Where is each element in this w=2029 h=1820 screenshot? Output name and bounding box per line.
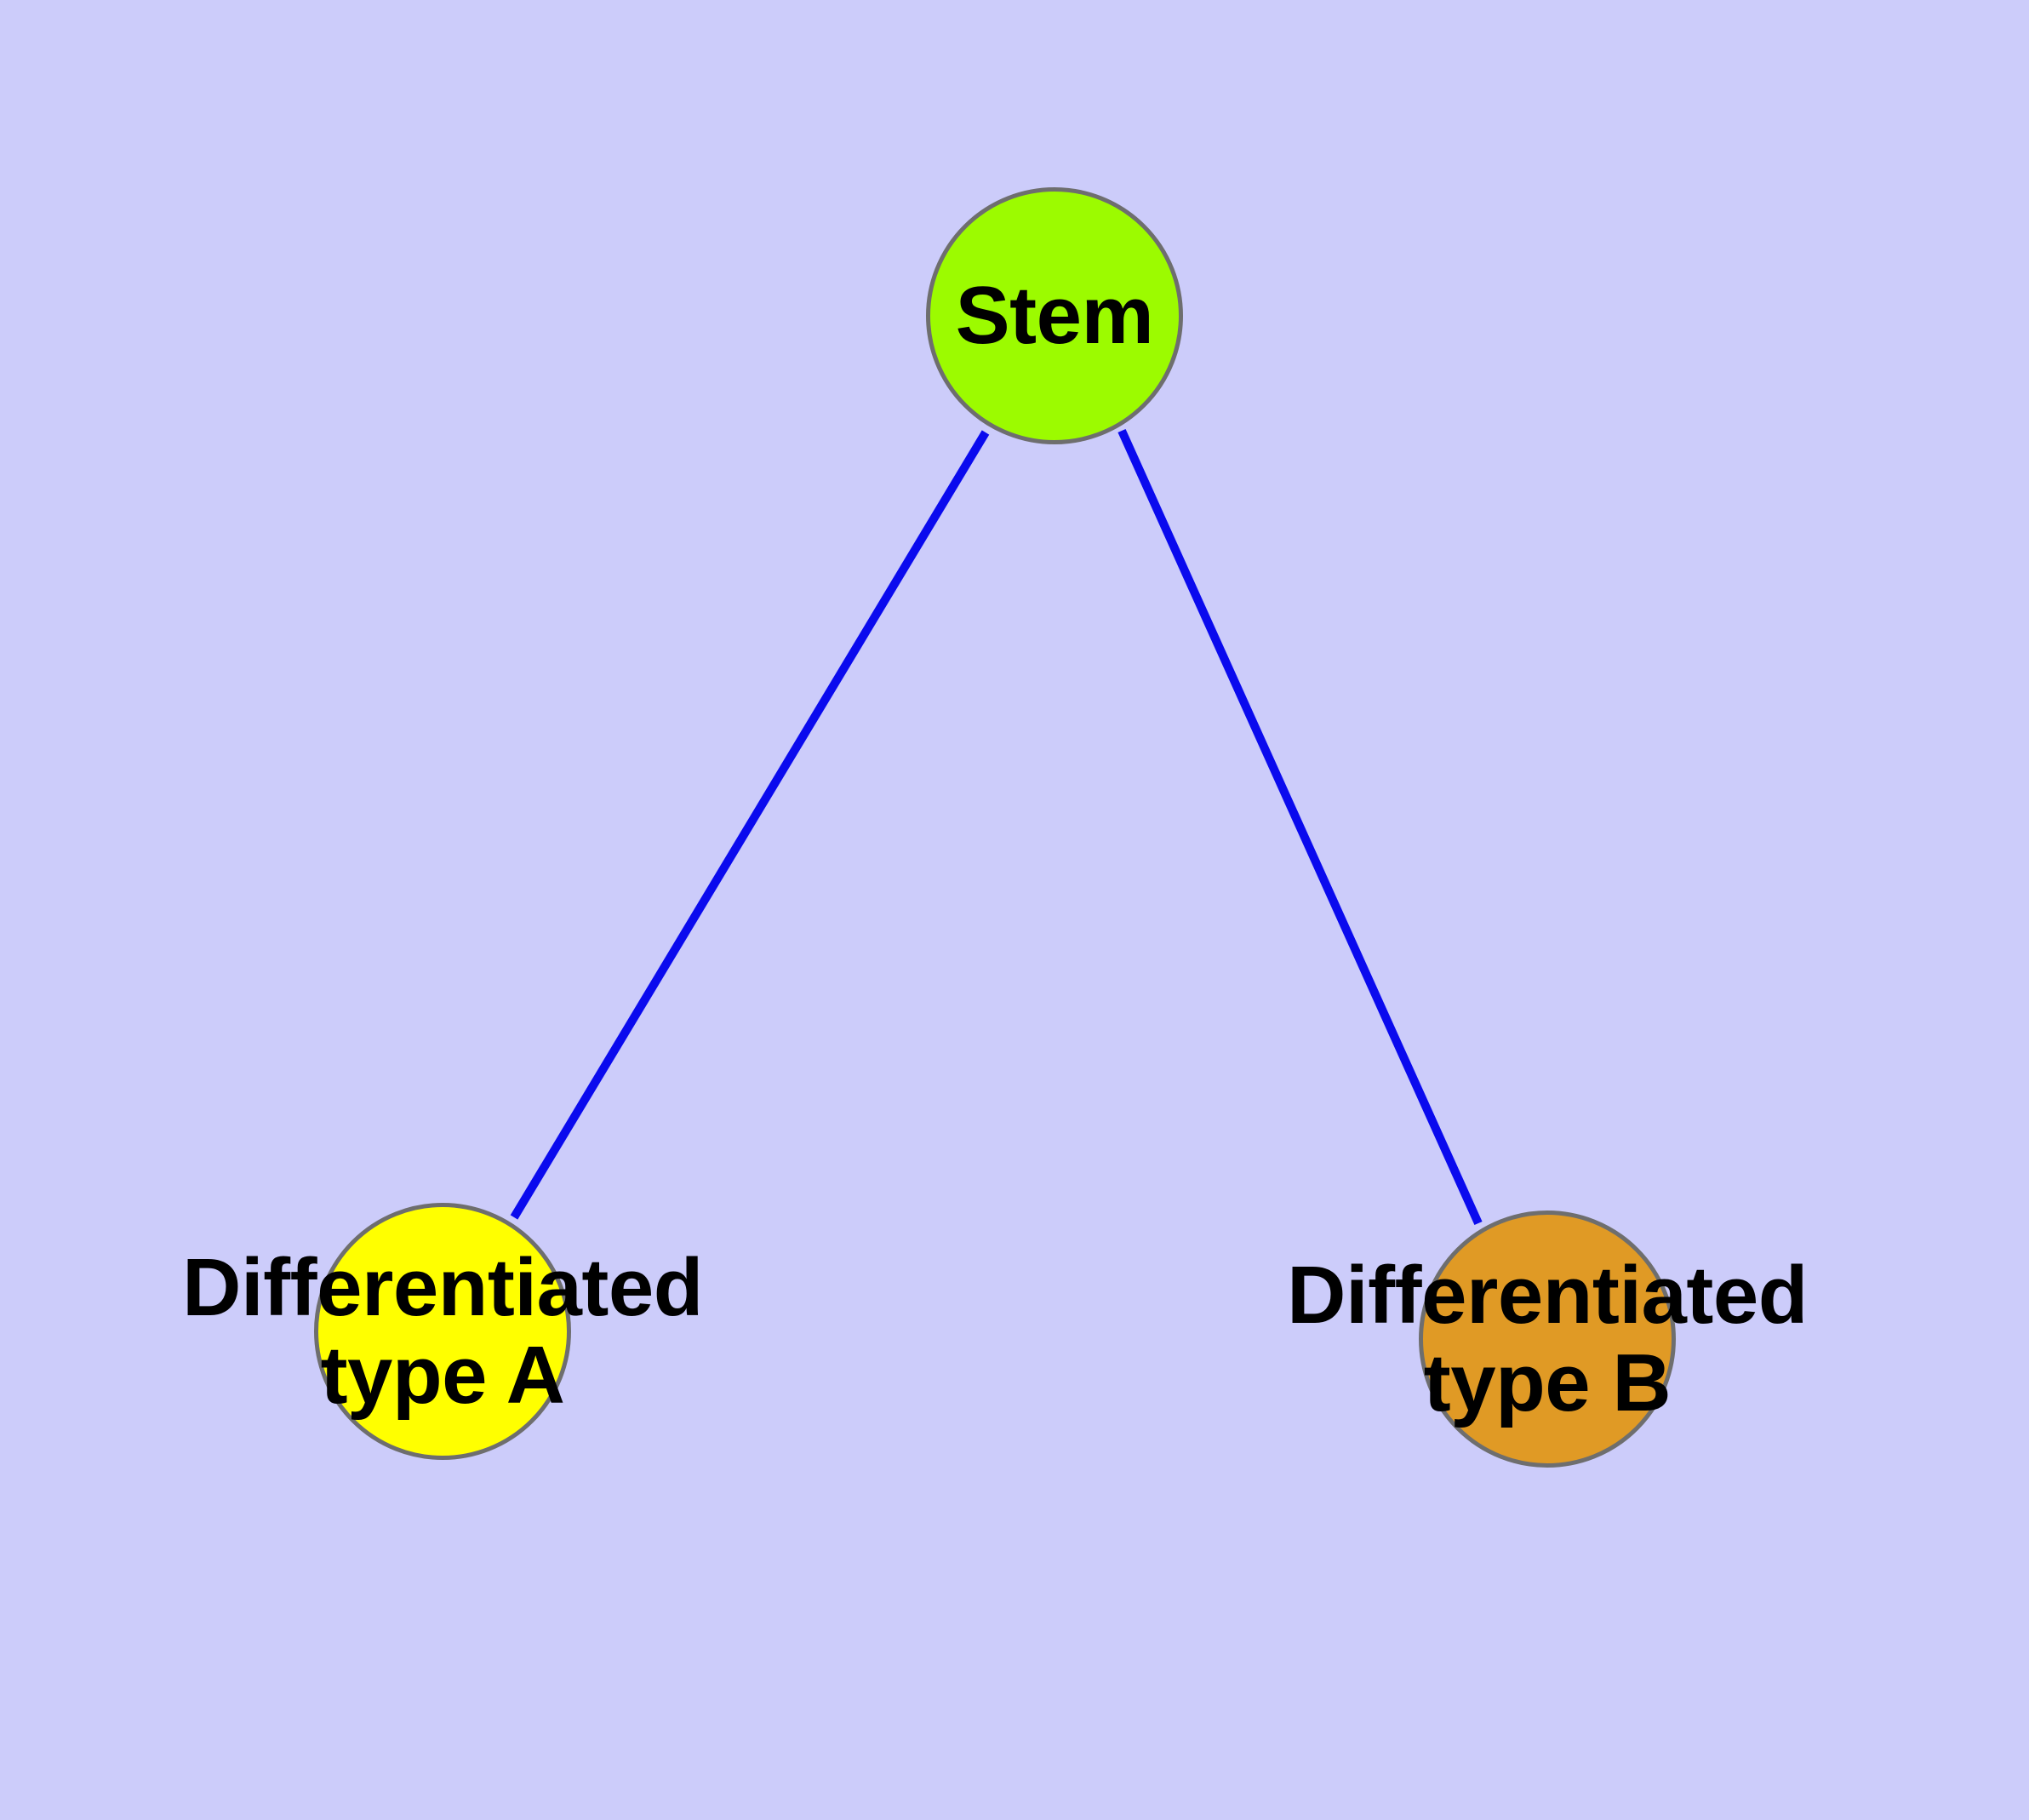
node-differentiated-type-a-circle[interactable] [314, 1203, 571, 1460]
node-differentiated-type-b-label-line2: type B [1423, 1337, 1672, 1429]
node-differentiated-type-a-label-line1: Differentiated [182, 1241, 703, 1333]
node-differentiated-type-a-label-line2: type A [320, 1330, 565, 1422]
edge-stem-to-differentiated-type-b[interactable] [1117, 428, 1483, 1226]
node-stem-circle[interactable] [926, 187, 1183, 444]
node-differentiated-type-b-label-line1: Differentiated [1287, 1249, 1808, 1341]
node-stem-label: Stem [459, 272, 1650, 360]
node-stem-label-line1: Stem [955, 270, 1154, 361]
node-differentiated-type-b-circle[interactable] [1419, 1210, 1676, 1468]
edge-stem-to-differentiated-type-a[interactable] [510, 430, 990, 1220]
